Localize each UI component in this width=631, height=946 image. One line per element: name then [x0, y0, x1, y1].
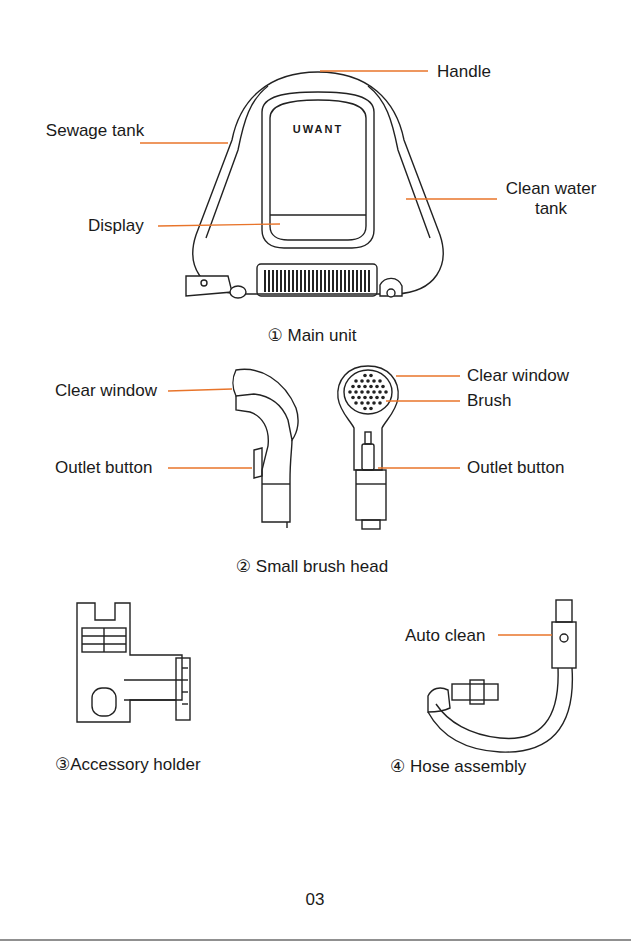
- figure-caption: ④ Hose assembly: [390, 757, 590, 777]
- part-label: Sewage tank: [45, 121, 145, 141]
- part-label: Clear window: [467, 366, 607, 386]
- part-label: Outlet button: [467, 458, 607, 478]
- main-unit: [186, 72, 443, 298]
- part-label: Outlet button: [55, 458, 175, 478]
- brush-head-side: [233, 369, 298, 528]
- part-label: Clear window: [55, 381, 175, 401]
- part-label: Clean water tank: [496, 179, 606, 219]
- part-label: Auto clean: [405, 626, 505, 646]
- part-label: Brush: [467, 391, 607, 411]
- part-label: Handle: [437, 62, 557, 82]
- figure-caption: ① Main unit: [212, 326, 412, 346]
- brush-head-front: [338, 366, 398, 529]
- leader-lines: [140, 71, 552, 635]
- page-rule: [0, 939, 631, 940]
- logo-text: UWANT: [268, 123, 368, 135]
- part-label: Display: [88, 216, 168, 236]
- figure-caption: ② Small brush head: [192, 557, 432, 577]
- figure-caption: ③Accessory holder: [55, 755, 255, 775]
- page-number: 03: [265, 890, 365, 910]
- hose-assembly: [428, 600, 576, 752]
- accessory-holder: [77, 603, 190, 722]
